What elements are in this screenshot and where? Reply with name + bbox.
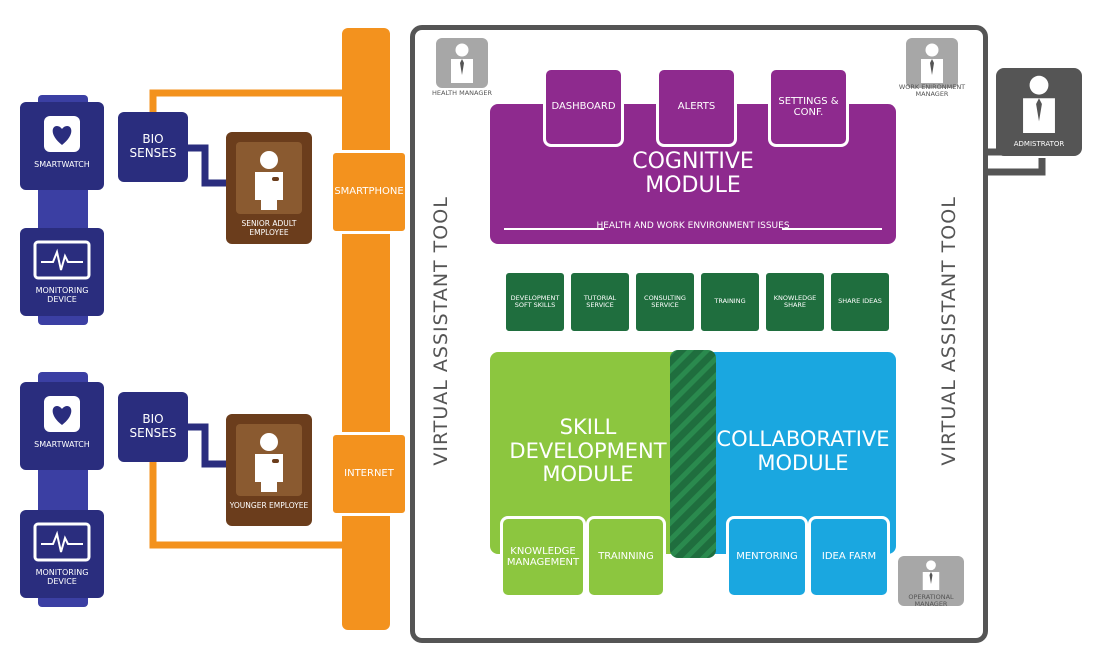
cognitive-title: COGNITIVE MODULE bbox=[632, 149, 754, 199]
monitoring-device-box[interactable]: MONITORING DEVICE bbox=[20, 510, 104, 598]
settings-tab[interactable]: SETTINGS & CONF. bbox=[768, 67, 849, 147]
person-icon bbox=[255, 433, 283, 492]
service-knowledge-share[interactable]: KNOWLEDGE SHARE bbox=[763, 270, 827, 334]
heart-icon bbox=[44, 116, 80, 152]
person-icon bbox=[255, 151, 283, 210]
monitoring-device-label: MONITORING DEVICE bbox=[35, 286, 89, 305]
senior-employee-box[interactable]: SENIOR ADULT EMPLOYEE bbox=[226, 132, 312, 244]
wire-bio1-employee bbox=[188, 144, 228, 187]
administrator-box[interactable]: ADMISTRATOR bbox=[996, 68, 1082, 156]
service-share-ideas[interactable]: SHARE IDEAS bbox=[828, 270, 892, 334]
operational-manager-box[interactable]: OPERATIONAL MANAGER bbox=[898, 556, 964, 609]
internet-channel[interactable]: INTERNET bbox=[330, 432, 408, 516]
communication-bus bbox=[342, 28, 390, 630]
mentoring-tab[interactable]: MENTORING bbox=[726, 516, 808, 598]
skill-title: SKILL DEVELOPMENT MODULE bbox=[509, 415, 667, 487]
manager-icon bbox=[451, 43, 473, 83]
work-environment-manager-label: WORK ENIRONMENT MANAGER bbox=[898, 83, 966, 99]
younger-employee-box[interactable]: YOUNGER EMPLOYEE bbox=[226, 414, 312, 526]
wire-bio1-bus bbox=[149, 89, 348, 115]
module-bridge bbox=[670, 350, 716, 558]
wire-bio2-employee bbox=[188, 423, 228, 468]
tool-label-left: VIRTUAL ASSISTANT TOOL bbox=[430, 196, 453, 466]
operational-manager-label: OPERATIONAL MANAGER bbox=[908, 593, 954, 609]
trainning-tab[interactable]: TRAINNING bbox=[586, 516, 666, 598]
bio-senses-box[interactable]: BIO SENSES bbox=[118, 112, 188, 182]
alerts-tab[interactable]: ALERTS bbox=[656, 67, 737, 147]
service-tutorial[interactable]: TUTORIAL SERVICE bbox=[568, 270, 632, 334]
health-manager-box[interactable] bbox=[436, 38, 488, 88]
smartwatch-box[interactable]: SMARTWATCH bbox=[20, 382, 104, 470]
wire-bio2-bus bbox=[149, 460, 348, 549]
monitoring-device-label: MONITORING DEVICE bbox=[35, 568, 89, 587]
senior-employee-label: SENIOR ADULT EMPLOYEE bbox=[241, 219, 297, 237]
service-training[interactable]: TRAINING bbox=[698, 270, 762, 334]
idea-farm-tab[interactable]: IDEA FARM bbox=[808, 516, 890, 598]
manager-icon bbox=[1023, 75, 1055, 133]
dashboard-tab[interactable]: DASHBOARD bbox=[543, 67, 624, 147]
work-environment-manager-box[interactable] bbox=[906, 38, 958, 88]
heart-icon bbox=[44, 396, 80, 432]
smartwatch-label: SMARTWATCH bbox=[34, 160, 90, 169]
manager-icon bbox=[921, 43, 943, 83]
monitor-heartbeat-icon bbox=[33, 240, 91, 280]
tool-label-right: VIRTUAL ASSISTANT TOOL bbox=[938, 196, 961, 466]
younger-employee-label: YOUNGER EMPLOYEE bbox=[229, 501, 309, 510]
service-consulting[interactable]: CONSULTING SERVICE bbox=[633, 270, 697, 334]
collab-title: COLLABORATIVE MODULE bbox=[716, 427, 890, 475]
monitor-heartbeat-icon bbox=[33, 522, 91, 562]
bio-senses-box[interactable]: BIO SENSES bbox=[118, 392, 188, 462]
smartwatch-box[interactable]: SMARTWATCH bbox=[20, 102, 104, 190]
cognitive-subtitle: HEALTH AND WORK ENVIRONMENT ISSUES bbox=[596, 221, 790, 231]
smartwatch-label: SMARTWATCH bbox=[34, 440, 90, 449]
administrator-label: ADMISTRATOR bbox=[1013, 140, 1065, 148]
smartphone-channel[interactable]: SMARTPHONE bbox=[330, 150, 408, 234]
service-soft-skills[interactable]: DEVELOPMENT SOFT SKILLS bbox=[503, 270, 567, 334]
monitoring-device-box[interactable]: MONITORING DEVICE bbox=[20, 228, 104, 316]
manager-icon bbox=[922, 560, 940, 590]
health-manager-label: HEALTH MANAGER bbox=[432, 89, 493, 97]
knowledge-management-tab[interactable]: KNOWLEDGE MANAGEMENT bbox=[500, 516, 586, 598]
